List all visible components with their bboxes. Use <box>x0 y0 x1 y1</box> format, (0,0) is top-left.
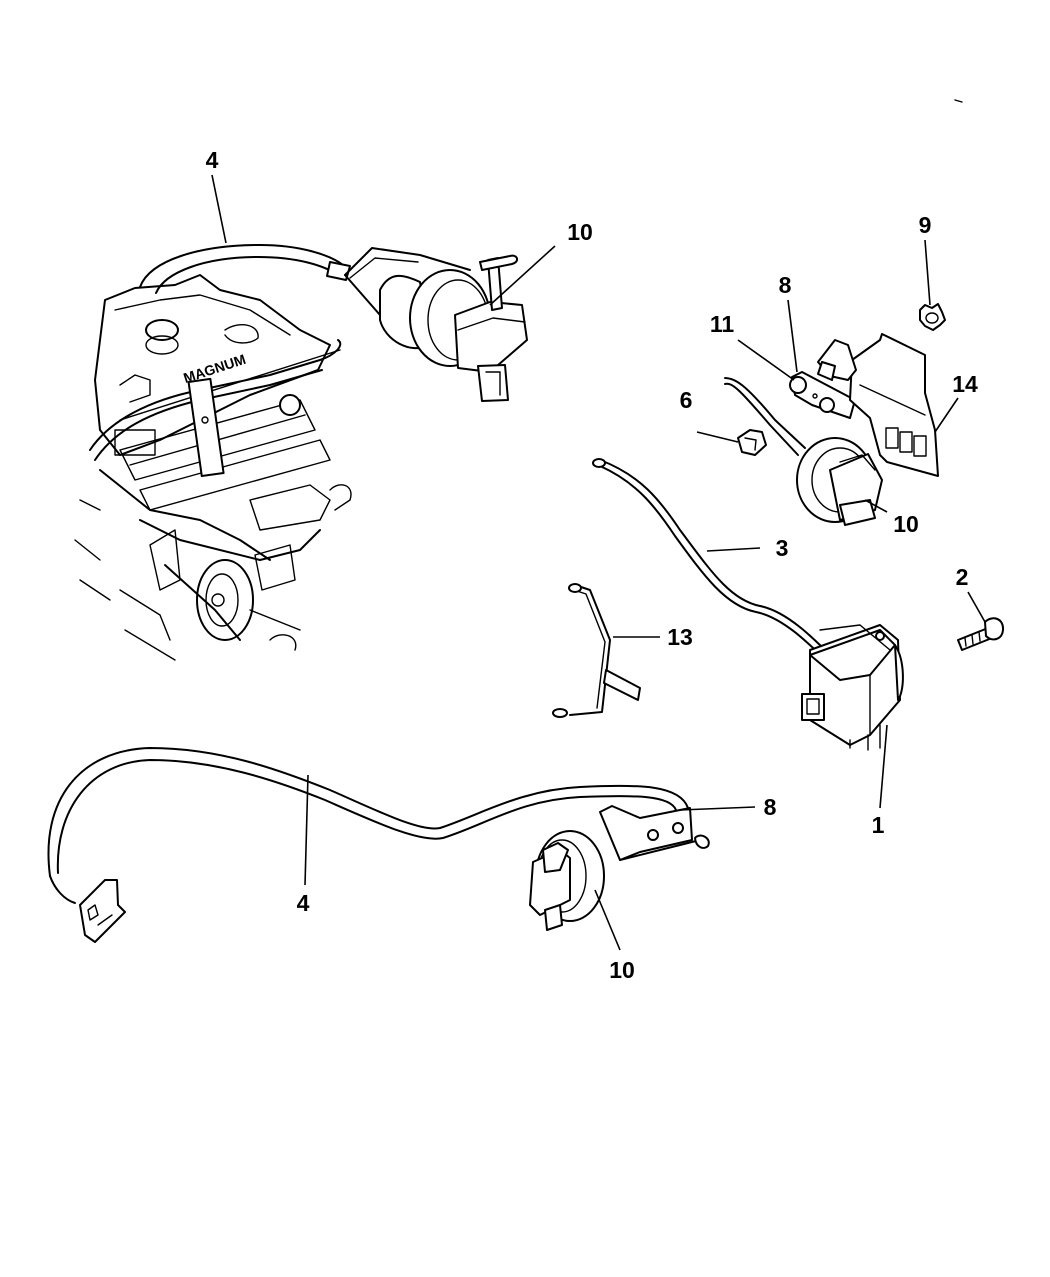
callout-10-upper: 10 <box>489 219 593 306</box>
callout-number: 13 <box>667 624 693 650</box>
callout-8-right: 8 <box>779 272 798 373</box>
callout-number: 10 <box>609 957 635 983</box>
servo-right <box>724 333 939 526</box>
callout-number: 10 <box>567 219 593 245</box>
callout-1: 1 <box>872 724 888 838</box>
callout-number: 9 <box>919 212 932 238</box>
callout-9: 9 <box>919 212 932 306</box>
callout-3: 3 <box>706 535 789 561</box>
callout-number: 4 <box>206 147 219 173</box>
callout-11: 11 <box>710 311 795 381</box>
cable-lower <box>47 747 689 943</box>
callout-number: 6 <box>680 387 693 413</box>
callout-number: 1 <box>872 812 885 838</box>
callout-number: 10 <box>893 511 919 537</box>
vacuum-hose <box>592 458 841 671</box>
callout-4-lower: 4 <box>297 774 310 916</box>
callout-8-lower: 8 <box>679 794 777 820</box>
stray-mark <box>954 99 963 103</box>
callout-number: 3 <box>776 535 789 561</box>
bolt <box>957 617 1005 651</box>
callout-number: 2 <box>956 564 969 590</box>
nut-6 <box>737 429 767 456</box>
callout-number: 14 <box>952 371 978 397</box>
callout-13: 13 <box>613 624 693 650</box>
servo-lower <box>529 805 710 931</box>
callout-4-upper: 4 <box>206 147 227 244</box>
engine-assembly: MAGNUM <box>74 274 352 661</box>
nut-9 <box>919 303 946 331</box>
servo-upper <box>379 254 528 402</box>
hose-13 <box>552 583 641 718</box>
callout-number: 4 <box>297 890 310 916</box>
callout-number: 8 <box>764 794 777 820</box>
callout-6: 6 <box>680 387 739 443</box>
callout-number: 8 <box>779 272 792 298</box>
callout-10-lower: 10 <box>594 889 635 983</box>
control-module <box>801 624 904 751</box>
cable-upper <box>139 244 471 316</box>
callout-10-right: 10 <box>864 499 919 537</box>
callout-2: 2 <box>956 564 986 623</box>
callout-number: 11 <box>710 311 735 337</box>
callout-14: 14 <box>934 371 978 433</box>
